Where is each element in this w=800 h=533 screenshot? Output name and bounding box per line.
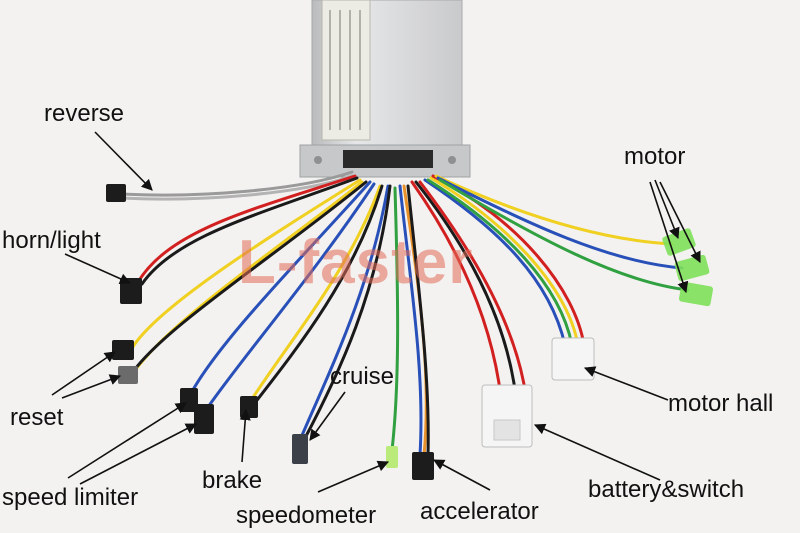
arrow-cruise [309, 391, 346, 441]
arrow-battery-switch [533, 423, 661, 481]
label-battery-switch: battery&switch [588, 476, 745, 503]
connector-speedometer [386, 446, 398, 468]
arrow-reset-a [51, 351, 116, 396]
connector-horn-light [120, 278, 142, 304]
arrow-brake [239, 408, 251, 463]
arrow-speed-limiter-a [67, 402, 187, 479]
wire-brake [248, 184, 382, 404]
arrow-speed-limiter-b [79, 423, 197, 485]
connector-reset-a [112, 340, 134, 360]
wire-motor [434, 174, 674, 246]
label-motor-hall: motor hall [668, 390, 774, 417]
controller-sticker [321, 0, 371, 141]
label-reset: reset [10, 404, 64, 431]
wire-horn-light [136, 174, 357, 284]
arrow-speedometer [317, 460, 390, 493]
label-motor: motor [624, 143, 686, 170]
arrow-reset-b [61, 374, 122, 399]
label-speed-limiter: speed limiter [2, 484, 139, 511]
controller-box [299, 0, 471, 178]
arrow-motor-b [659, 181, 701, 264]
arrow-reverse [94, 131, 153, 191]
arrow-motor-c [649, 181, 689, 294]
connector-brake [240, 396, 258, 418]
connector-speed-limiter-b [194, 404, 214, 434]
wire-reset [128, 178, 362, 354]
connector-cruise [292, 434, 308, 464]
wire-speed-limiter [188, 180, 372, 397]
wire-battery-switch [410, 180, 502, 392]
label-horn-light: horn/light [2, 227, 101, 254]
wire-motor-hall [423, 178, 567, 347]
wire-harness [120, 170, 690, 457]
label-brake: brake [202, 467, 263, 494]
watermark-logo: L-faster [238, 228, 474, 297]
label-speedometer: speedometer [236, 502, 377, 529]
arrow-horn-light [64, 253, 132, 285]
wire-accelerator [398, 184, 423, 457]
connector-reset-b [118, 366, 138, 384]
label-cruise: cruise [330, 363, 395, 390]
connector-motor-hall [551, 337, 595, 381]
arrow-motor-a [654, 179, 680, 240]
label-accelerator: accelerator [420, 498, 539, 525]
connector-reverse [106, 184, 126, 202]
wire-speedometer [390, 186, 400, 452]
connector-accelerator [412, 452, 434, 480]
label-reverse: reverse [44, 100, 125, 127]
arrow-motor-hall [583, 366, 669, 401]
pointer-arrows [51, 131, 701, 493]
connector-battery-switch [481, 384, 533, 448]
arrow-accelerator [433, 459, 491, 491]
wire-reverse [120, 170, 354, 197]
wire-cruise [298, 184, 390, 442]
